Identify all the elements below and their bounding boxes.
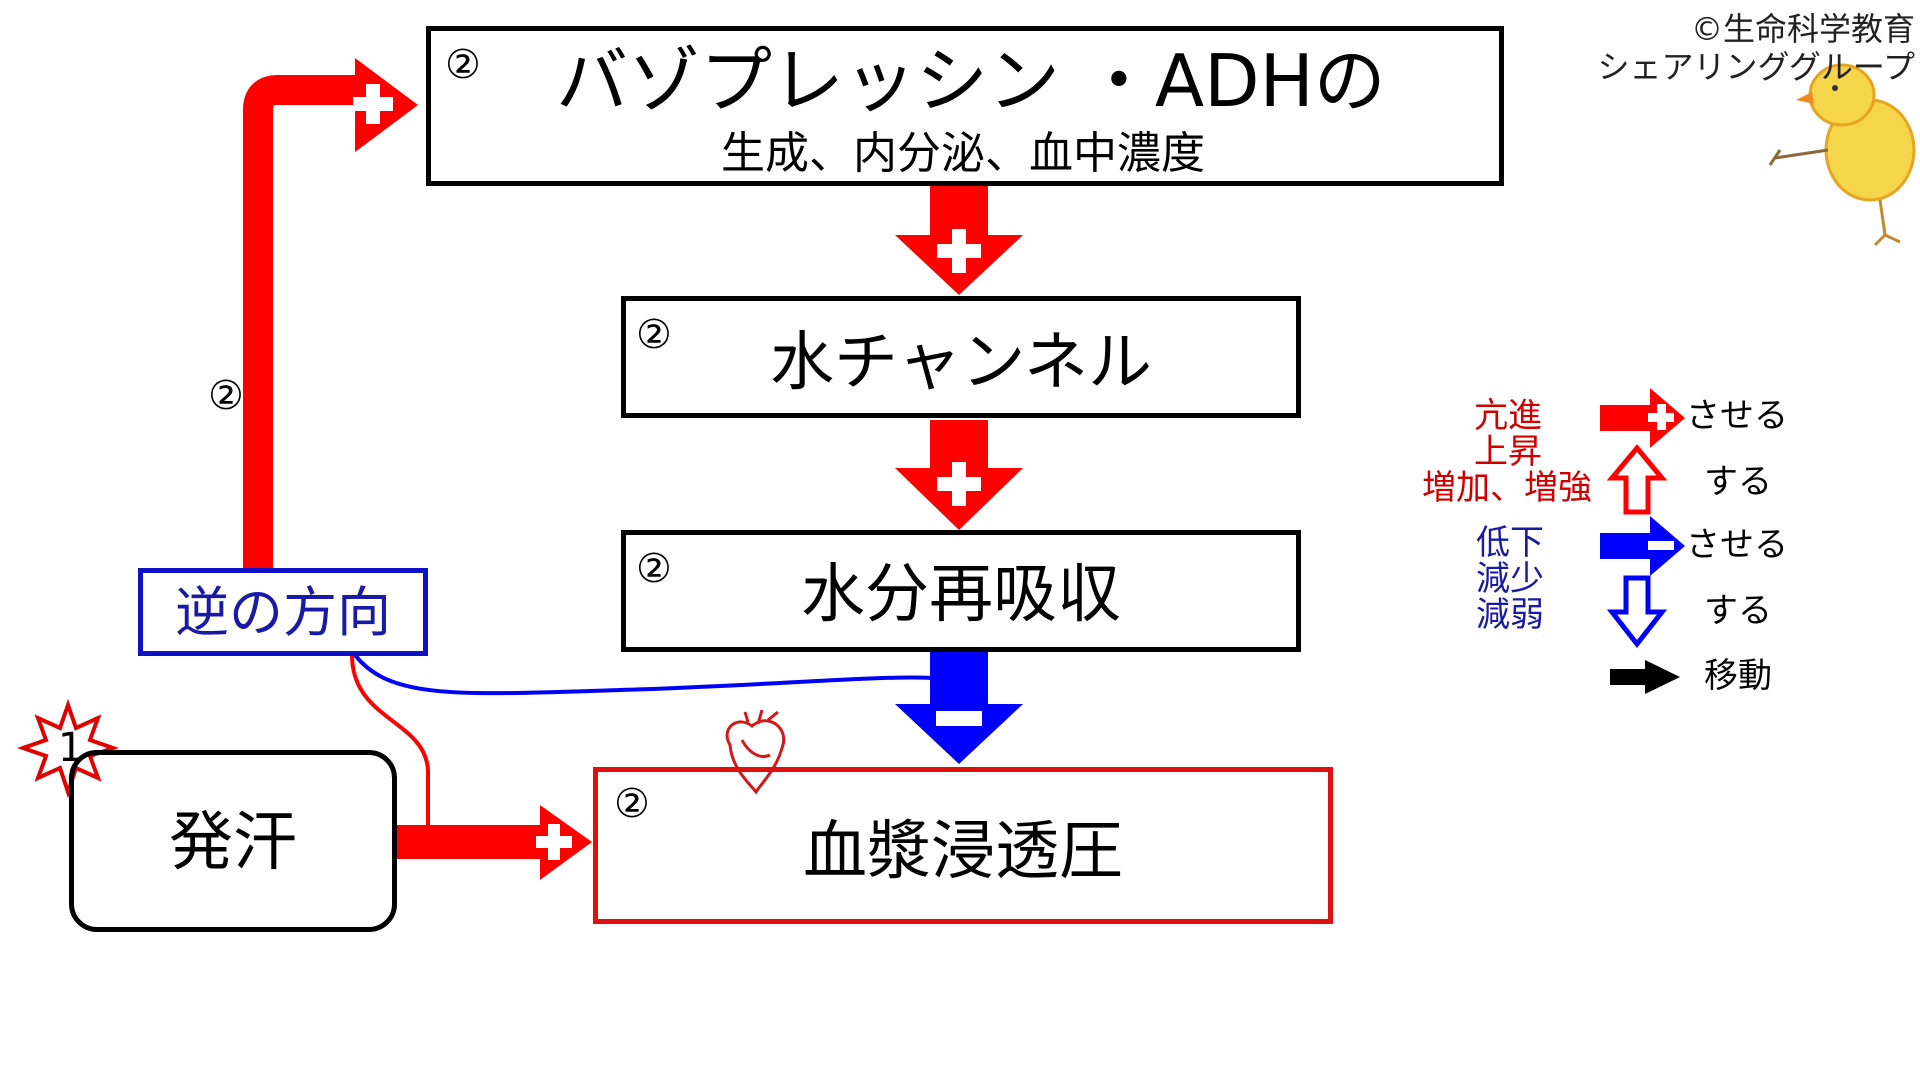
chick-icon: [1768, 63, 1916, 247]
link-line-blue: [353, 653, 933, 696]
sweating-badge-number: 1: [58, 725, 84, 771]
legend-promote-term-1: 亢進: [1474, 396, 1542, 436]
legend-reduce-term-2: 減少: [1476, 559, 1544, 599]
reabsorption-number: ②: [636, 546, 672, 592]
side-number: ②: [208, 373, 244, 419]
legend-reduce-arrow-label: させる: [1686, 525, 1788, 565]
plus-icon: [937, 462, 981, 506]
plus-icon: [937, 229, 981, 273]
sweating-label: 発汗: [169, 806, 297, 880]
feedback-arrow-red: [243, 58, 418, 568]
legend-down-arrow: [1606, 575, 1668, 649]
sweating-box: 発汗: [69, 750, 397, 932]
reverse-direction-box: 逆の方向: [138, 568, 428, 656]
legend-promote-term-2: 上昇: [1474, 432, 1542, 472]
water-channel-box: ② 水チャンネル: [621, 296, 1301, 418]
credit-line-1: ©生命科学教育: [1690, 10, 1915, 48]
link-line-red: [350, 654, 430, 842]
legend-up-arrow: [1606, 444, 1668, 515]
plasma-osmotic-number: ②: [614, 781, 650, 827]
minus-icon: [936, 711, 982, 726]
legend-promote-up-label: する: [1704, 462, 1772, 502]
heart-icon: [725, 709, 786, 795]
adh-box: ② バゾプレッシン ・ADHの 生成、内分泌、血中濃度: [426, 26, 1504, 186]
water-channel-label: 水チャンネル: [769, 326, 1153, 400]
adh-number: ②: [445, 42, 481, 88]
arrow-sweat-to-plasma: [395, 805, 592, 880]
legend-promote-term-3: 増加、増強: [1422, 468, 1592, 508]
water-channel-number: ②: [636, 312, 672, 358]
legend-promote-arrow-label: させる: [1686, 396, 1788, 436]
legend-move-arrow: [1610, 660, 1680, 694]
arrow-reabsorption-to-plasma: [895, 652, 1023, 764]
arrow-channel-to-reabsorption: [895, 420, 1023, 530]
plus-icon: [353, 84, 393, 124]
adh-title: バゾプレッシン ・ADHの: [556, 39, 1386, 123]
reabsorption-label: 水分再吸収: [801, 558, 1121, 632]
reverse-direction-label: 逆の方向: [175, 581, 391, 644]
plasma-osmotic-box: ② 血漿浸透圧: [593, 767, 1333, 924]
legend-reduce-down-label: する: [1704, 591, 1772, 631]
arrow-adh-to-channel: [895, 185, 1023, 295]
adh-subtitle: 生成、内分泌、血中濃度: [721, 128, 1205, 179]
credit-line-2: シェアリンググループ: [1597, 48, 1915, 86]
copyright-credit: ©生命科学教育 シェアリンググループ: [1560, 10, 1915, 86]
legend-move-label: 移動: [1704, 656, 1772, 696]
plasma-osmotic-label: 血漿浸透圧: [803, 815, 1123, 889]
legend-reduce-term-1: 低下: [1476, 523, 1544, 563]
legend-reduce-term-3: 減弱: [1476, 595, 1544, 635]
plus-icon: [536, 824, 572, 860]
legend-reduce-arrow: [1600, 516, 1685, 576]
legend-promote-arrow: [1600, 388, 1685, 448]
reabsorption-box: ② 水分再吸収: [621, 530, 1301, 652]
